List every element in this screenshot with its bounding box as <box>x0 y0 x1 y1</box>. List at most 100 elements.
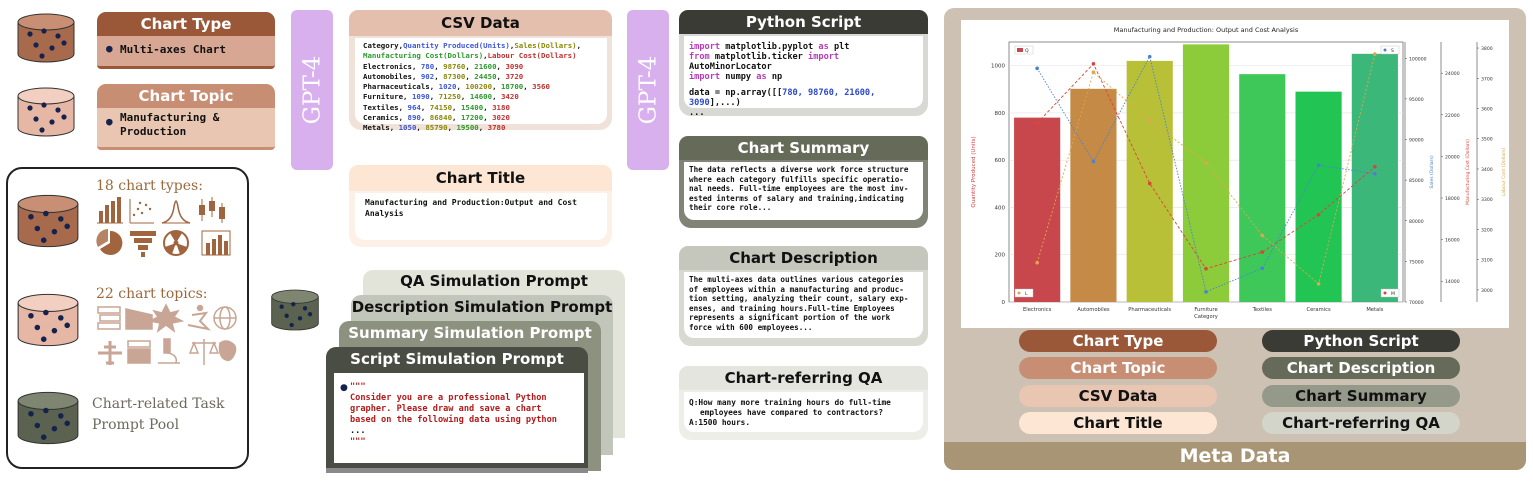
secondary-axis-label: Manufacturing Cost (Dollars) <box>1465 139 1471 205</box>
legend-swatch-q <box>1017 48 1023 52</box>
csv-cell: 1050 <box>398 123 417 133</box>
csv-cell: 87300 <box>443 71 466 81</box>
x-tick-label: Textiles <box>1252 307 1273 313</box>
secondary-tick-label: 85000 <box>1409 178 1424 184</box>
secondary-tick-label: 90000 <box>1409 138 1424 144</box>
csv-cell: Ceramics <box>363 113 399 123</box>
secondary-tick-label: 14000 <box>1445 279 1460 285</box>
csv-cell: 19500 <box>456 123 479 133</box>
gpt4-generator-1: GPT-4 <box>291 10 333 170</box>
csv-cell: 85790 <box>425 123 448 133</box>
series-point <box>1091 62 1096 66</box>
csv-cell: Pharmaceuticals <box>363 82 430 92</box>
radial-chart-icon <box>163 230 189 256</box>
prompt-pool-source-icon <box>271 289 319 331</box>
csv-cell: 17200 <box>460 113 484 123</box>
y-tick-label: 600 <box>995 158 1006 164</box>
secondary-tick-label: 24000 <box>1445 71 1460 77</box>
csv-cell: 780 <box>420 61 435 71</box>
secondary-tick-label: 3200 <box>1481 227 1493 233</box>
csv-row: Textiles, 964, 74150, 15400, 3180 <box>363 102 510 112</box>
series-point <box>1316 282 1321 286</box>
series-point <box>1204 290 1208 294</box>
text-line: tion setting, analyzing their count, sal… <box>689 294 909 304</box>
legend-box-m <box>1380 288 1400 298</box>
legend-box-q <box>1014 45 1034 55</box>
csv-cell: 1090 <box>411 92 430 102</box>
prompt-line: grapher. Please draw and save a chart <box>350 404 542 414</box>
secondary-tick-label: 16000 <box>1445 238 1460 244</box>
y-tick-label: 0 <box>1002 300 1006 306</box>
csv-cell: 902 <box>420 71 435 81</box>
csv-row: Pharmaceuticals, 1020, 100200, 18700, 35… <box>363 82 550 92</box>
series-point <box>1260 266 1265 271</box>
secondary-tick-label: 3000 <box>1481 288 1493 294</box>
csv-cell: 3420 <box>500 92 519 102</box>
map-icon <box>218 340 237 362</box>
prompt-line: ... <box>350 426 366 436</box>
csv-row: Ceramics, 890, 86840, 17200, 3020 <box>363 113 510 123</box>
prompt-pool-label: Chart-related Task Prompt Pool <box>92 396 225 433</box>
chart-topic-header: Chart Topic <box>97 84 275 108</box>
globe-icon <box>213 306 237 330</box>
csv-cell: 3020 <box>492 113 510 123</box>
csv-cell: 964 <box>407 102 421 112</box>
books-icon <box>97 306 121 330</box>
meta-pill-chart-topic: Chart Topic <box>1019 357 1217 379</box>
csv-row: Metals, 1050, 85790, 19500, 3780 <box>363 123 506 133</box>
chart-type-header: Chart Type <box>97 12 275 36</box>
y-tick-label: 1000 <box>991 64 1005 70</box>
script-prompt-title: Script Simulation Prompt <box>350 350 564 368</box>
meta-pill-csv-data: CSV Data <box>1019 385 1217 407</box>
series-point <box>1204 266 1208 271</box>
y-tick-label: 400 <box>995 205 1006 211</box>
candlestick-chart-icon <box>199 197 225 223</box>
csv-cell: 15400 <box>460 102 484 112</box>
bar <box>1295 91 1342 303</box>
csv-cell: 74150 <box>429 102 453 112</box>
chart-title-card: Manufacturing and Production:Output and … <box>349 191 612 247</box>
series-point <box>1091 159 1096 164</box>
gpt4-label: GPT-4 <box>635 55 662 125</box>
legend-swatch-m <box>1383 291 1387 295</box>
chart-types-database-icon <box>17 194 79 248</box>
secondary-tick-label: 3100 <box>1481 258 1493 264</box>
csv-cell: 98760 <box>443 61 466 71</box>
bar <box>1014 117 1061 303</box>
scales-icon <box>188 339 220 365</box>
description-prompt-title: Description Simulation Prompt <box>351 298 613 316</box>
series-point <box>1316 163 1321 167</box>
text-line: ested interms of salary and training,ind… <box>689 193 904 203</box>
chart-qa-header: Chart-referring QA <box>679 366 928 390</box>
bullet-icon: ● <box>340 383 348 393</box>
clapperboard-icon <box>127 340 151 364</box>
qa-answer: 1500 hours. <box>698 418 751 427</box>
x-tick-label: Electronics <box>1023 307 1052 313</box>
meta-pill-chart-qa: Chart-referring QA <box>1262 412 1460 434</box>
x-tick-label: Furniture <box>1194 307 1217 313</box>
qa-prompt-title: QA Simulation Prompt <box>400 272 588 290</box>
series-point <box>1035 66 1039 71</box>
secondary-tick-label: 3300 <box>1481 197 1493 203</box>
csv-cell: 24450 <box>474 71 497 81</box>
leaf-icon <box>147 303 185 333</box>
bullet-icon: ● <box>106 42 113 55</box>
chart-summary-card: The data reflects a diverse work force s… <box>679 160 928 228</box>
csv-cell: Automobiles <box>363 71 412 81</box>
text-line: where each category fulfills specific op… <box>689 174 904 184</box>
csv-cell: Furniture <box>363 92 404 102</box>
meta-pill-chart-summary: Chart Summary <box>1262 385 1460 407</box>
text-line: of employees within a manufacturing and … <box>689 284 904 294</box>
chart-types-icon-grid <box>96 197 231 257</box>
secondary-tick-label: 3600 <box>1481 107 1493 113</box>
y-tick-label: 800 <box>995 111 1006 117</box>
gpt4-generator-2: GPT-4 <box>627 10 669 170</box>
cheese-icon <box>125 308 153 330</box>
csv-cell: 3720 <box>505 71 524 81</box>
text-line: force with 600 employees... <box>689 322 813 332</box>
x-tick-label: Automobiles <box>1077 307 1110 313</box>
chart-title-text: Manufacturing and Production:Output and … <box>365 198 577 218</box>
meta-pill-chart-type: Chart Type <box>1019 330 1217 352</box>
qa-answer-label: A: <box>689 418 699 427</box>
